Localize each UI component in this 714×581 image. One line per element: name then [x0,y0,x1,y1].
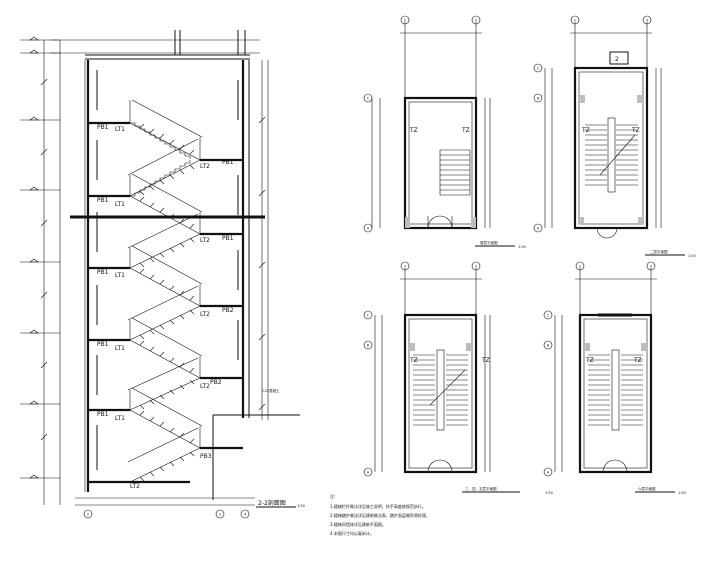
plan-tag: TZ [633,357,642,364]
left-landing-label: PB1 [97,197,109,204]
axis-a: A [367,471,370,475]
top-plan-title: 六层平面图 [638,486,656,491]
axis-c: C [547,314,550,318]
section-axis-4: 4 [244,513,247,517]
landing-label: PB1 [222,235,234,242]
section-scale: 1:50 [297,504,305,508]
left-landing-label: PB1 [97,124,109,131]
landing-label: PB2 [210,379,222,386]
flight-label: LT1 [115,415,125,422]
note-line: 3.楼梯间墙体详见建筑平面图。 [330,521,386,527]
axis-2: 2 [579,265,581,269]
note-line: 1.楼梯栏杆做法详见施工说明，扶手高度按规范执行。 [330,503,426,509]
axis-3: 3 [650,265,652,269]
axis-3: 3 [475,265,477,269]
stair-section-view: 2 3 4 PB1 PB1 PB2 PB2 PB3 PB1 PB1 PB1 PB… [20,30,305,519]
plan-tag: TZ [409,357,418,364]
axis-b: B [537,97,540,101]
axis-c: C [537,67,540,71]
top-floor-plan: 2 3 C B A TZ TZ 六层平面图 1:50 [543,261,686,495]
axis-2: 2 [404,265,406,269]
stair-treads [585,117,638,193]
note-line: 2.楼梯踏步做法详见建筑做法表，踏步面层做防滑处理。 [330,512,430,518]
axis-3: 3 [646,19,648,23]
top-plan-scale: 1:50 [678,491,686,495]
flight-label: LT2 [200,163,210,170]
general-notes: 注： 1.楼梯栏杆做法详见施工说明，扶手高度按规范执行。 2.楼梯踏步做法详见建… [330,493,430,536]
plan-tag: TZ [481,357,490,364]
first-plan-scale: 1:50 [518,245,526,249]
entrance-door [427,215,453,229]
flight-label: LT2 [200,311,210,318]
notes-heading: 注： [330,493,338,499]
first-floor-plan: 2 3 C A TZ TZ 首层平面图 1:50 [363,15,526,249]
section-axis-3: 3 [219,513,221,517]
flight-label: LT1 [115,345,125,352]
stair-treads [413,349,468,431]
room-mark: 2 [615,56,619,63]
flight-label: LT1 [115,201,125,208]
step-ticks [139,123,195,482]
axis-a: A [367,227,370,231]
axis-c: C [367,97,370,101]
landing-label: PB2 [222,307,234,314]
left-landing-label: PB1 [97,269,109,276]
axis-2: 2 [404,19,406,23]
left-landing-label: PB1 [97,411,109,418]
note-line: 4.本图尺寸均以毫米计。 [330,530,374,536]
axis-3: 3 [475,19,477,23]
first-plan-title: 首层平面图 [480,240,498,245]
flight-label: LT2 [200,237,210,244]
axis-c: C [367,314,370,318]
left-landing-label: PB1 [97,341,109,348]
middle-floors-plan: 2 3 C B A TZ TZ 三、四、五层平面图 1:50 [363,261,553,495]
level-marks [20,36,61,505]
section-note: C25混凝土 [262,388,280,393]
axis-b: B [367,344,370,348]
middle-plan-scale: 1:50 [545,491,553,495]
plan-tag: TZ [585,357,594,364]
landing-label: PB1 [222,159,234,166]
floor-slabs [70,121,300,484]
flight-label: LT2 [130,483,140,490]
flight-label: LT1 [115,126,125,133]
wall-openings [96,70,239,470]
flight-label: LT2 [200,383,210,390]
second-floor-plan: 2 3 C B A 2 TZ TZ 二层平面图 1:50 [533,15,696,258]
plan-tag: TZ [581,127,590,134]
section-axis-bubbles: 2 3 4 [83,509,250,519]
axis-a: A [537,227,540,231]
section-axis-2: 2 [87,513,89,517]
second-plan-scale: 1:50 [688,254,696,258]
stair-flights [127,99,203,483]
flight-label: LT1 [115,272,125,279]
plan-tag: TZ [461,127,470,134]
section-labels: PB1 PB1 PB2 PB2 PB3 PB1 PB1 PB1 PB1 PB1 … [97,124,280,490]
second-plan-title: 二层平面图 [650,249,668,254]
axis-a: A [547,471,550,475]
landing-label: PB3 [200,453,212,460]
section-title: 2-2剖面图 [258,499,286,507]
axis-2: 2 [574,19,576,23]
stair-treads [588,349,643,431]
plan-tag: TZ [409,127,418,134]
plan-tag: TZ [631,127,640,134]
middle-plan-title: 三、四、五层平面图 [465,486,497,491]
axis-b: B [547,344,550,348]
